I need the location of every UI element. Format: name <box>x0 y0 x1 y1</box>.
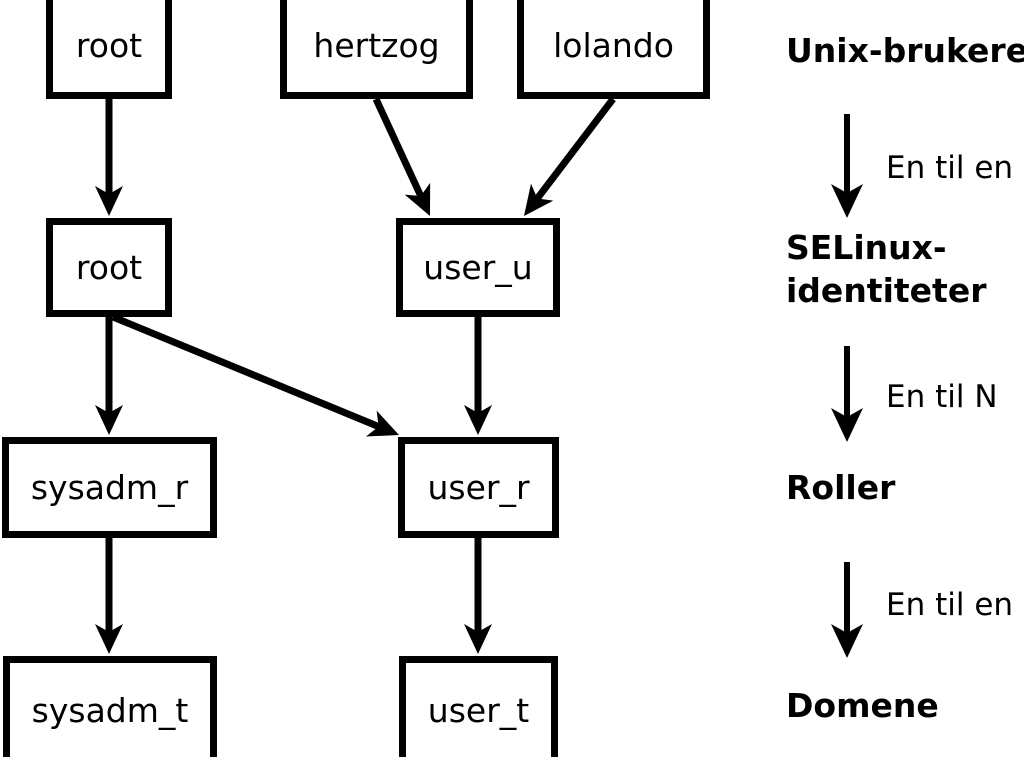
node-box[interactable] <box>46 218 172 317</box>
arrowhead-icon <box>524 183 554 216</box>
legend-layer-title: identiteter <box>786 271 987 310</box>
edges-layer <box>95 96 616 654</box>
edge-line <box>372 97 425 199</box>
legend-arrowhead-icon <box>831 408 863 442</box>
legend-layer-title: Domene <box>786 686 939 725</box>
edge-role_sysadm_r-to-dom_sysadm_t <box>95 538 123 654</box>
arrowhead-icon <box>404 182 431 216</box>
legend-layer-title: Unix-brukere <box>786 31 1024 70</box>
node-unix_root[interactable]: root <box>46 0 172 99</box>
node-dom_sysadm_t[interactable]: sysadm_t <box>3 656 217 757</box>
node-label: user_u <box>423 248 532 287</box>
legend-layer-title: Roller <box>786 468 896 507</box>
edge-unix_root-to-sel_root <box>95 99 123 216</box>
edge-sel_root-to-role_user_r <box>111 313 399 437</box>
edge-sel_root-to-role_sysadm_r <box>95 317 123 435</box>
node-dom_user_t[interactable]: user_t <box>399 656 558 757</box>
node-unix_lolando[interactable]: lolando <box>517 0 710 99</box>
legend-roles: Roller En til en <box>786 468 1013 658</box>
arrowhead-icon <box>464 405 492 435</box>
node-unix_hertzog[interactable]: hertzog <box>280 0 473 99</box>
legend-selinux-identities: SELinux-identiteter En til N <box>786 228 998 442</box>
edge-sel_user_u-to-role_user_r <box>464 317 492 435</box>
legend-arrowhead-icon <box>831 184 863 218</box>
legend-domains: Domene <box>786 686 939 725</box>
node-box[interactable] <box>3 656 217 757</box>
arrowhead-icon <box>95 624 123 654</box>
arrowhead-icon <box>464 624 492 654</box>
node-label: hertzog <box>313 26 439 65</box>
edge-line <box>111 313 381 431</box>
arrowhead-icon <box>365 410 399 437</box>
edge-line <box>533 96 616 202</box>
node-box[interactable] <box>46 0 172 99</box>
legend-unix-users: Unix-brukere En til en <box>786 31 1024 218</box>
legend-relation-label: En til en <box>886 587 1013 623</box>
node-role_sysadm_r[interactable]: sysadm_r <box>2 437 217 538</box>
legend-layer: Unix-brukere En til en SELinux-identiteter… <box>786 31 1024 725</box>
node-label: lolando <box>553 26 674 65</box>
node-role_user_r[interactable]: user_r <box>398 437 559 538</box>
node-label: root <box>76 248 142 287</box>
node-box[interactable] <box>396 218 560 317</box>
node-label: user_r <box>427 468 529 507</box>
arrowhead-icon <box>95 405 123 435</box>
node-box[interactable] <box>398 437 559 538</box>
arrowhead-icon <box>95 186 123 216</box>
edge-role_user_r-to-dom_user_t <box>464 538 492 654</box>
legend-arrowhead-icon <box>831 624 863 658</box>
node-box[interactable] <box>517 0 710 99</box>
legend-layer-title: SELinux- <box>786 228 947 267</box>
node-label: root <box>76 26 142 65</box>
node-label: sysadm_t <box>32 691 189 730</box>
legend-relation-label: En til en <box>886 150 1013 186</box>
node-sel_root[interactable]: root <box>46 218 172 317</box>
node-sel_user_u[interactable]: user_u <box>396 218 560 317</box>
node-label: user_t <box>428 691 529 730</box>
legend-relation-label: En til N <box>886 379 998 415</box>
edge-unix_hertzog-to-sel_user_u <box>372 97 431 216</box>
edge-unix_lolando-to-sel_user_u <box>524 96 616 216</box>
node-box[interactable] <box>2 437 217 538</box>
node-label: sysadm_r <box>31 468 189 507</box>
node-box[interactable] <box>399 656 558 757</box>
node-box[interactable] <box>280 0 473 99</box>
